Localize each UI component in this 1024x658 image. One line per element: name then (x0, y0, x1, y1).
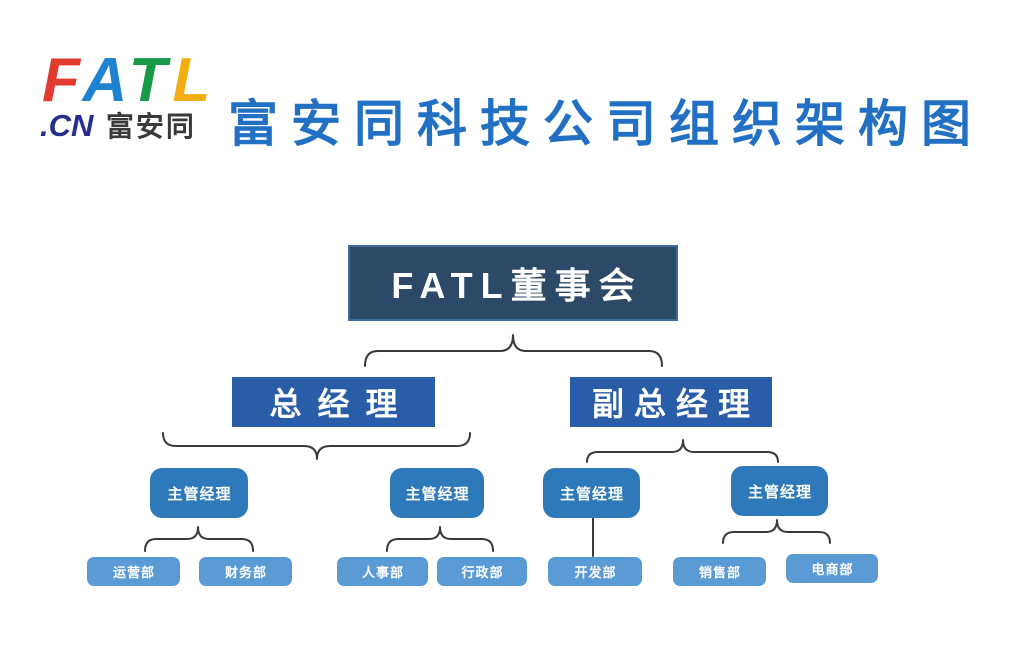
org-box-development-dept: 开发部 (548, 557, 642, 586)
org-box-board: FATL董事会 (348, 245, 678, 321)
org-box-deputy-general-manager: 副总经理 (570, 377, 772, 427)
logo-subline: .CN 富安同 (40, 110, 196, 141)
brace-board-to-managers (364, 334, 663, 367)
org-box-ecommerce-dept: 电商部 (786, 554, 878, 583)
logo-letter-t: T (128, 46, 173, 115)
org-box-supervisor-1: 主管经理 (150, 468, 248, 518)
org-box-operations-dept: 运营部 (87, 557, 180, 586)
brace-gm-to-supervisors (162, 432, 471, 460)
page-title: 富安同科技公司组织架构图 (228, 96, 984, 152)
org-box-supervisor-4: 主管经理 (731, 466, 828, 516)
brace-dgm-to-supervisors (586, 439, 779, 463)
logo-letter-f: F (42, 46, 83, 115)
logo-letter-a: A (82, 46, 129, 115)
brace-supervisor4-to-depts (722, 519, 831, 544)
logo-domain-text: .CN (40, 108, 94, 143)
logo-letter-l: L (172, 46, 217, 115)
org-box-supervisor-2: 主管经理 (390, 468, 484, 518)
brace-supervisor1-to-depts (144, 526, 254, 552)
org-box-admin-dept: 行政部 (437, 557, 527, 586)
logo-brand-text: 富安同 (105, 111, 196, 142)
org-box-supervisor-3: 主管经理 (543, 468, 640, 518)
org-box-sales-dept: 销售部 (673, 557, 766, 586)
org-box-general-manager: 总经理 (232, 377, 435, 427)
brace-supervisor2-to-depts (386, 526, 494, 552)
org-box-finance-dept: 财务部 (199, 557, 292, 586)
company-logo: FATL (42, 50, 216, 112)
org-box-hr-dept: 人事部 (337, 557, 428, 586)
